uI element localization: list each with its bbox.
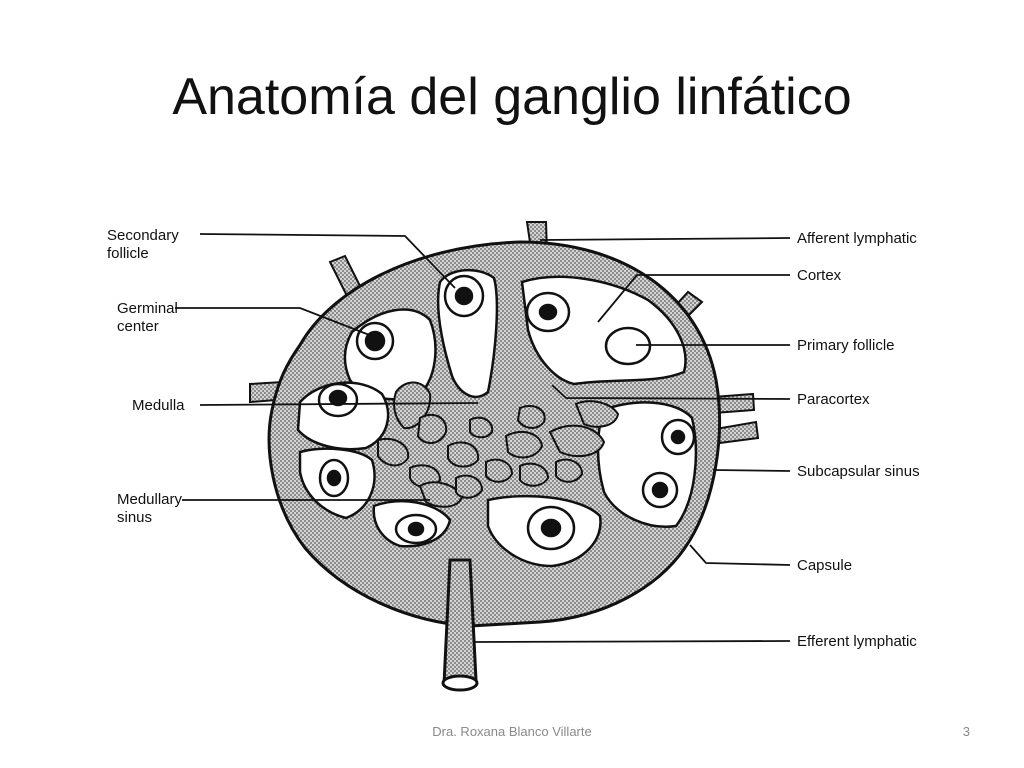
medullary-cord bbox=[548, 424, 606, 458]
medullary-cord bbox=[574, 400, 620, 428]
medullary-cord bbox=[555, 458, 584, 483]
label-germinal-center: Germinal center bbox=[117, 300, 182, 335]
secondary-follicle-lower-left bbox=[318, 458, 350, 498]
medullary-cord bbox=[469, 416, 494, 439]
medulla-region bbox=[377, 381, 620, 508]
label-subcapsular-sinus: Subcapsular sinus bbox=[797, 463, 920, 480]
efferent-vessel bbox=[441, 558, 479, 692]
medullary-cord bbox=[504, 430, 544, 459]
secondary-follicle-right-lower bbox=[641, 471, 679, 509]
leader-afferent-lymphatic bbox=[539, 237, 791, 241]
medullary-cord bbox=[455, 474, 484, 499]
diagram-labels: Secondary follicle Germinal center Medul… bbox=[107, 227, 920, 650]
medullary-cord bbox=[485, 458, 514, 483]
label-primary-follicle: Primary follicle bbox=[797, 337, 895, 354]
label-efferent-lymphatic: Efferent lymphatic bbox=[797, 633, 917, 650]
label-cortex: Cortex bbox=[797, 267, 842, 284]
primary-follicle bbox=[604, 326, 652, 366]
footer-author: Dra. Roxana Blanco Villarte bbox=[432, 724, 592, 739]
slide-title: Anatomía del ganglio linfático bbox=[172, 68, 852, 126]
leader-cortex bbox=[597, 274, 790, 323]
medullary-cord bbox=[516, 404, 546, 429]
medullary-cord bbox=[447, 441, 480, 468]
secondary-follicle-bottom-left bbox=[394, 513, 438, 545]
label-paracortex: Paracortex bbox=[797, 391, 870, 408]
leader-germinal-center bbox=[175, 307, 373, 337]
leader-efferent-lymphatic bbox=[473, 640, 791, 643]
leader-capsule bbox=[689, 544, 791, 566]
label-medullary-sinus: Medullary sinus bbox=[117, 491, 186, 526]
page-number: 3 bbox=[962, 724, 970, 739]
medullary-cord bbox=[377, 438, 410, 467]
leader-subcapsular-sinus bbox=[712, 469, 791, 472]
leader-lines bbox=[175, 233, 791, 643]
medullary-cord bbox=[416, 413, 448, 444]
secondary-follicle-left bbox=[317, 382, 359, 418]
label-secondary-follicle: Secondary follicle bbox=[107, 227, 183, 262]
leader-paracortex bbox=[551, 384, 791, 400]
secondary-follicle-top-right bbox=[525, 291, 571, 333]
label-capsule: Capsule bbox=[797, 557, 852, 574]
label-afferent-lymphatic: Afferent lymphatic bbox=[797, 230, 917, 247]
medullary-cord bbox=[519, 462, 550, 487]
leader-medulla bbox=[199, 402, 479, 406]
secondary-follicle-bottom bbox=[526, 505, 576, 551]
follicles bbox=[317, 274, 696, 551]
label-medulla: Medulla bbox=[132, 397, 185, 414]
secondary-follicle-upper-left bbox=[355, 321, 395, 361]
secondary-follicle-right-upper bbox=[660, 418, 696, 456]
secondary-follicle-top bbox=[443, 274, 485, 318]
leader-secondary-follicle bbox=[199, 233, 456, 289]
